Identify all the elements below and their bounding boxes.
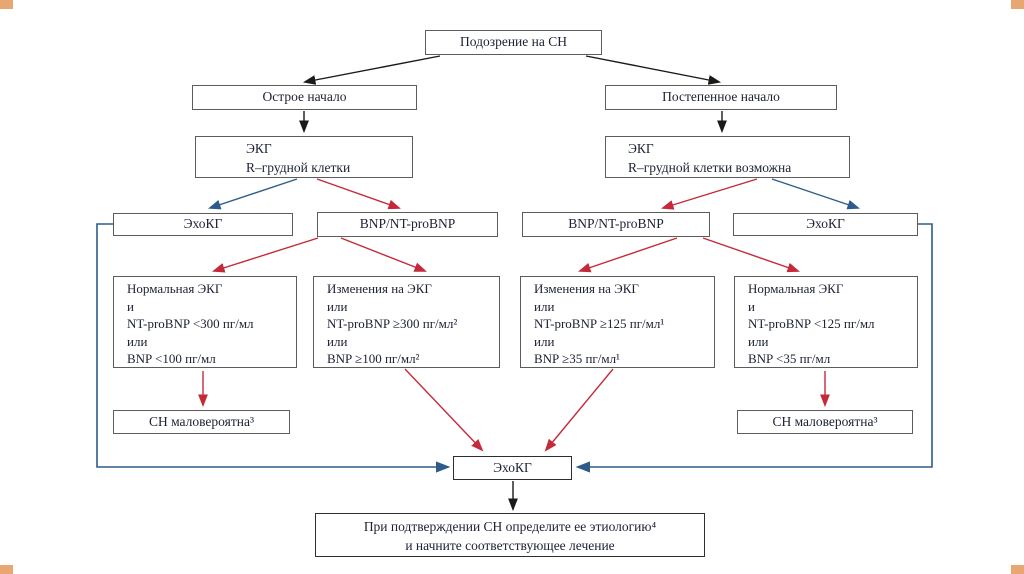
box-ecg-gradual-line1: ЭКГ	[628, 141, 654, 156]
box-echo-acute-label: ЭхоКГ	[183, 216, 223, 232]
box-ecg-acute-line2: R–грудной клетки	[246, 160, 351, 175]
box-gradual-onset-label: Постепенное начало	[662, 89, 780, 105]
arrow-criteria-acute-changes-to-echo-final	[404, 368, 484, 452]
criteria-line: и	[127, 298, 134, 314]
arrow-bnp-gradual-to-criteria-changes	[578, 237, 678, 273]
box-hf-unlikely-acute: СН маловероятна³	[113, 410, 290, 434]
arrow-criteria-gradual-changes-to-echo-final	[544, 368, 614, 452]
arrow-bnp-acute-to-criteria-changes	[340, 237, 427, 272]
box-criteria-acute-changes: Изменения на ЭКГ или NT-proBNP ≥300 пг/м…	[313, 276, 500, 368]
box-echo-gradual-label: ЭхоКГ	[806, 216, 845, 232]
criteria-line: BNP <100 пг/мл	[127, 351, 216, 366]
box-echo-gradual: ЭхоКГ	[733, 213, 918, 236]
criteria-line: BNP <35 пг/мл	[748, 351, 831, 366]
box-treatment: При подтверждении СН определите ее этиол…	[315, 513, 705, 557]
criteria-line: или	[748, 333, 769, 349]
criteria-line: и	[748, 298, 755, 314]
box-ecg-gradual: ЭКГ R–грудной клетки возможна	[605, 136, 850, 178]
arrow-ecg-acute-to-echo	[208, 178, 298, 210]
arrow-ecg-acute-to-bnp	[316, 178, 401, 210]
arrow-bnp-acute-to-criteria-normal	[211, 237, 319, 273]
box-treatment-line2: и начните соответствующее лечение	[405, 538, 615, 553]
box-bnp-acute-label: BNP/NT-proBNP	[359, 216, 456, 232]
box-bnp-acute: BNP/NT-proBNP	[317, 212, 498, 237]
box-gradual-onset: Постепенное начало	[605, 85, 837, 110]
criteria-line: или	[127, 333, 148, 349]
box-criteria-gradual-normal: Нормальная ЭКГ и NT-proBNP <125 пг/мл ил…	[734, 276, 918, 368]
box-hf-unlikely-gradual: СН маловероятна³	[737, 410, 913, 434]
criteria-line: NT-proBNP <125 пг/мл	[748, 316, 875, 331]
box-hf-unlikely-acute-label: СН маловероятна³	[148, 413, 255, 429]
box-acute-onset: Острое начало	[192, 85, 417, 110]
arrow-ecg-gradual-to-echo	[771, 178, 860, 210]
corner-marker-top-right	[1011, 0, 1024, 9]
criteria-line: или	[327, 298, 348, 314]
box-criteria-gradual-changes: Изменения на ЭКГ или NT-proBNP ≥125 пг/м…	[520, 276, 715, 368]
criteria-line: Изменения на ЭКГ	[534, 281, 639, 296]
criteria-line: или	[534, 298, 555, 314]
arrow-ecg-gradual-to-bnp	[660, 178, 758, 210]
criteria-line: NT-proBNP <300 пг/мл	[127, 316, 254, 331]
box-treatment-line1: При подтверждении СН определите ее этиол…	[363, 519, 657, 534]
box-echo-final: ЭхоКГ	[453, 456, 572, 480]
criteria-line: BNP ≥35 пг/мл¹	[534, 351, 620, 366]
box-hf-unlikely-gradual-label: СН маловероятна³	[772, 413, 878, 429]
box-echo-final-label: ЭхоКГ	[493, 459, 532, 475]
criteria-line: NT-proBNP ≥125 пг/мл¹	[534, 316, 665, 331]
box-suspicion: Подозрение на СН	[425, 30, 602, 55]
criteria-line: Нормальная ЭКГ	[127, 281, 223, 296]
box-ecg-gradual-line2: R–грудной клетки возможна	[628, 160, 792, 175]
criteria-line: BNP ≥100 пг/мл²	[327, 351, 420, 366]
criteria-line: или	[534, 333, 555, 349]
arrow-suspicion-to-acute	[302, 55, 441, 85]
corner-marker-bottom-left	[0, 565, 13, 574]
box-bnp-gradual: BNP/NT-proBNP	[522, 212, 710, 237]
box-acute-onset-label: Острое начало	[262, 89, 347, 105]
box-echo-acute: ЭхоКГ	[113, 213, 293, 236]
criteria-line: Нормальная ЭКГ	[748, 281, 844, 296]
box-criteria-acute-normal: Нормальная ЭКГ и NT-proBNP <300 пг/мл ил…	[113, 276, 297, 368]
arrow-bnp-gradual-to-criteria-normal	[702, 237, 800, 273]
criteria-line: Изменения на ЭКГ	[327, 281, 432, 296]
box-ecg-acute: ЭКГ R–грудной клетки	[195, 136, 413, 178]
criteria-line: или	[327, 333, 348, 349]
criteria-line: NT-proBNP ≥300 пг/мл²	[327, 316, 458, 331]
box-ecg-acute-line1: ЭКГ	[246, 141, 272, 156]
box-suspicion-label: Подозрение на СН	[460, 34, 567, 50]
corner-marker-top-left	[0, 0, 13, 9]
box-bnp-gradual-label: BNP/NT-proBNP	[568, 216, 664, 232]
arrow-suspicion-to-gradual	[585, 55, 722, 85]
corner-marker-bottom-right	[1011, 565, 1024, 574]
